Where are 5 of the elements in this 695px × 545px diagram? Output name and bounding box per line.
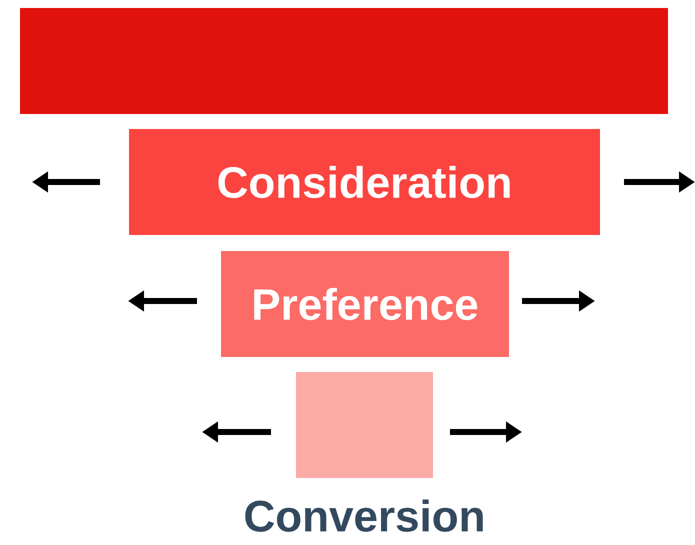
- funnel-bar: [20, 8, 668, 114]
- funnel-bar: Consideration: [129, 128, 600, 235]
- funnel-bar: Preference: [221, 250, 509, 357]
- funnel-bar: [245, 372, 483, 532]
- node-label: Conversion: [245, 500, 483, 532]
